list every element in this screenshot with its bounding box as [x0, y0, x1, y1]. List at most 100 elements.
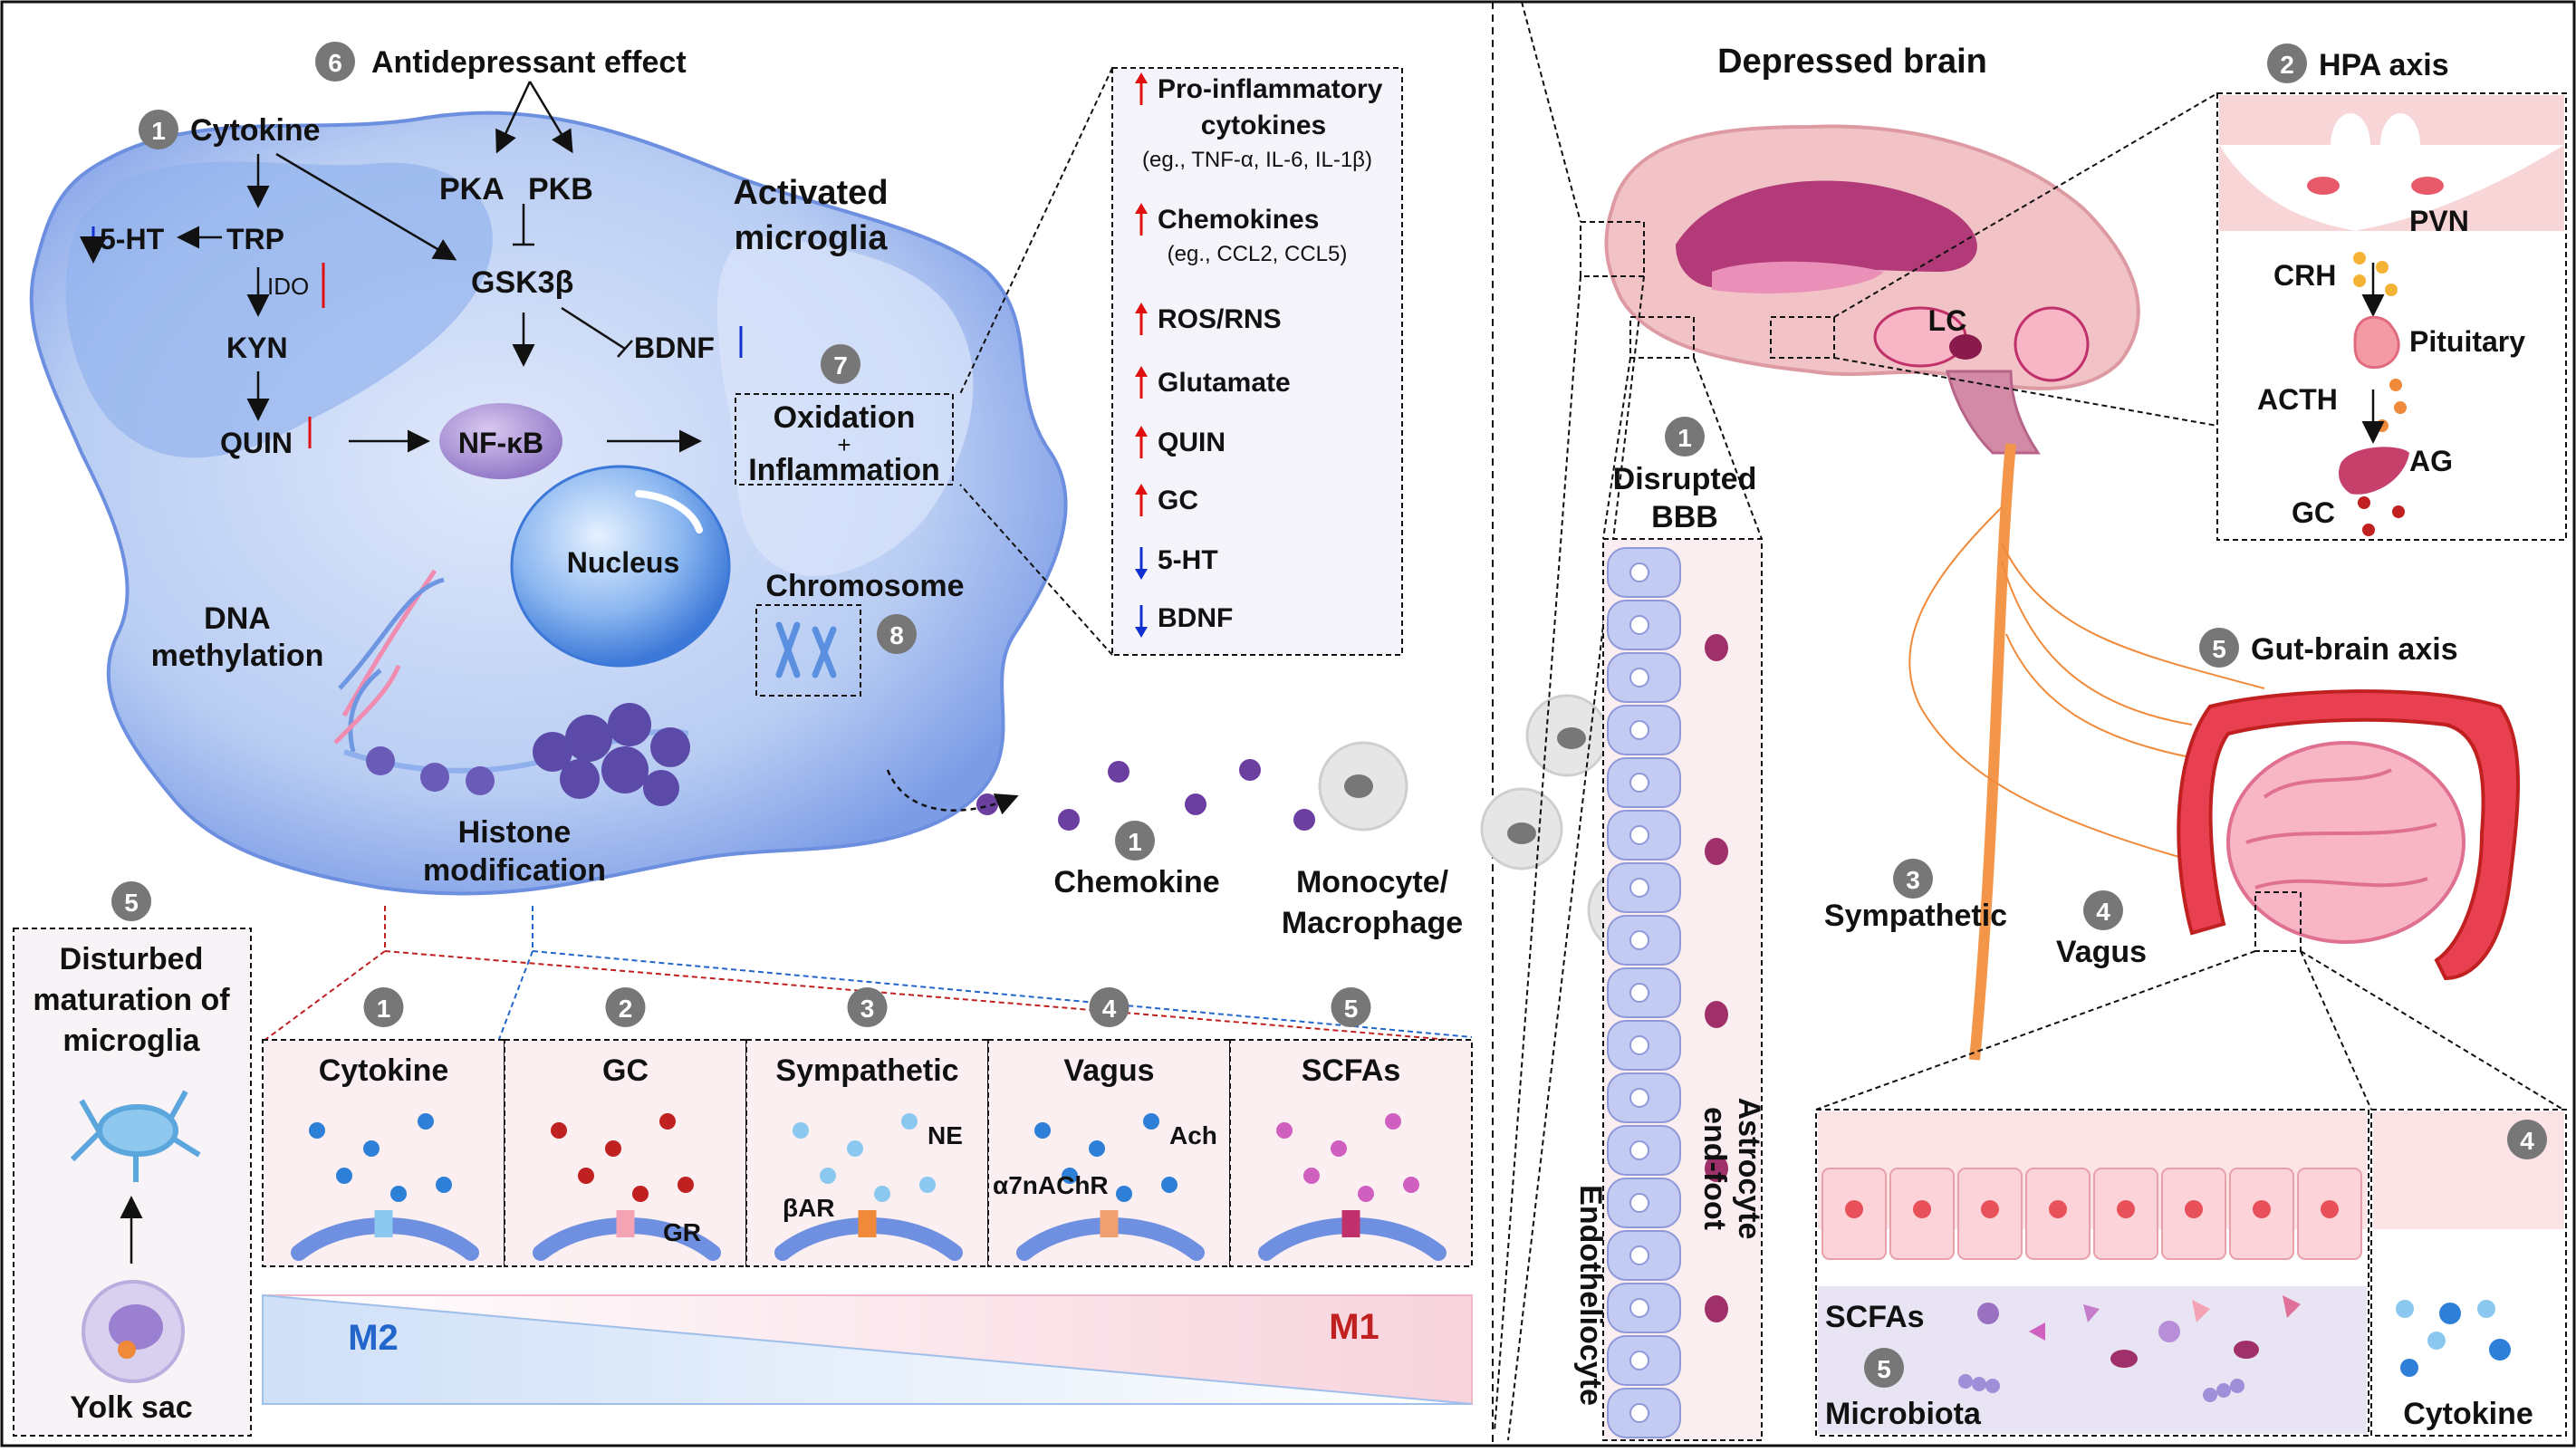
- panel-5-ligand-5: [1358, 1186, 1374, 1202]
- panel-title-1: Cytokine: [319, 1053, 449, 1088]
- list-connector-top: [959, 67, 1113, 395]
- list-arrowhead-6: [1135, 569, 1148, 580]
- chromosome-label: Chromosome: [765, 569, 964, 603]
- pituitary-label: Pituitary: [2409, 325, 2525, 358]
- microglia-cell-icon: [70, 1090, 201, 1182]
- panel-badge-text-1: 1: [377, 995, 391, 1023]
- panel-5-ligand-0: [1276, 1122, 1293, 1139]
- svg-text:1: 1: [1128, 828, 1142, 856]
- list-item-0-sub: (eg., TNF-α, IL-6, IL-1β): [1142, 148, 1372, 172]
- oxidation-box: [735, 393, 954, 486]
- panel-1-ligand-4: [436, 1177, 452, 1193]
- inhibition-arrows: [513, 204, 633, 358]
- astrocyte-nucleus-3: [1705, 1155, 1728, 1182]
- list-item-6-line-0: 5-HT: [1158, 545, 1218, 575]
- list-item-5-line-0: GC: [1158, 486, 1198, 515]
- panel-badge-text-2: 2: [619, 995, 633, 1023]
- list-arrowhead-0: [1135, 72, 1148, 83]
- badge-5-yolk: 5: [111, 881, 151, 921]
- endothelial-nucleus-7: [1629, 930, 1649, 950]
- list-item-1-sub: (eg., CCL2, CCL5): [1168, 242, 1348, 266]
- depressed-brain-title: Depressed brain: [1717, 43, 1987, 81]
- badge-3-sympathetic: 3: [1893, 859, 1933, 899]
- bbb-connector-1: [1602, 357, 1631, 540]
- svg-text:1: 1: [1677, 424, 1692, 452]
- list-item-0-line-1: cytokines: [1201, 111, 1326, 140]
- pka-label: PKA: [439, 172, 505, 207]
- microbiota-label: Microbiota: [1825, 1397, 1982, 1431]
- nucleus-label: Nucleus: [567, 546, 679, 579]
- gut-title: Gut-brain axis: [2251, 632, 2458, 667]
- sympathetic-label: Sympathetic: [1824, 899, 2007, 933]
- svg-text:5: 5: [2212, 635, 2226, 663]
- zoom-connector-2: [1494, 275, 1581, 1432]
- yolk-text-1: Disturbed: [60, 942, 204, 976]
- mechanism-panels: 1Cytokine2GCGR3SympatheticNEβAR4VagusAch…: [262, 987, 1473, 1267]
- endotheliocyte-label: Endotheliocyte: [1573, 1185, 1608, 1406]
- chromosome-box: [755, 604, 861, 697]
- badge-8: 8: [877, 614, 917, 654]
- list-item-4-line-0: QUIN: [1158, 428, 1226, 457]
- panel-title-2: GC: [602, 1053, 649, 1088]
- panel-2-ligand-4: [678, 1177, 694, 1193]
- endothelial-nucleus-3: [1629, 720, 1649, 740]
- chromosome-icon: [775, 621, 837, 678]
- ag-label: AG: [2409, 445, 2453, 477]
- histone-chain: [343, 703, 690, 806]
- panel-receptor-5: [1341, 1210, 1360, 1237]
- m2-label: M2: [348, 1318, 399, 1358]
- list-connector-bottom: [959, 484, 1113, 656]
- svg-text:8: 8: [889, 621, 904, 649]
- gc-dots: [2358, 496, 2405, 536]
- endothelial-nucleus-10: [1629, 1088, 1649, 1108]
- list-arrowhead-1: [1135, 203, 1148, 214]
- panel-badge-4: [1089, 987, 1129, 1027]
- endothelial-nucleus-4: [1629, 773, 1649, 793]
- astrocyte-nucleus-2: [1705, 1001, 1728, 1028]
- endothelial-nucleus-5: [1629, 825, 1649, 845]
- direction-arrows: [80, 226, 743, 448]
- epithelial-nucleus-1: [1913, 1200, 1931, 1218]
- yolk-text-2: maturation of: [33, 983, 230, 1017]
- histone-label-2: modification: [423, 853, 606, 888]
- crh-dots: [2353, 252, 2398, 296]
- panel-2-ligand-0: [551, 1122, 567, 1139]
- badge-1-chemokine: 1: [1115, 821, 1155, 861]
- hpa-ventricle: [2219, 145, 2564, 231]
- panel-3-label-a: NE: [928, 1121, 963, 1149]
- activated-label-2: microglia: [735, 219, 889, 257]
- panel-badge-2: [605, 987, 646, 1027]
- scfa-shapes: [1977, 1295, 2301, 1368]
- zoom-connector-3: [1507, 275, 1645, 1441]
- cytokine-label: Cytokine: [190, 113, 321, 148]
- ido-label: IDO: [267, 273, 309, 300]
- panel-connector-1: [262, 950, 386, 1043]
- histone-label-1: Histone: [458, 815, 572, 850]
- epithelial-nucleus-4: [2117, 1200, 2135, 1218]
- hpa-ventricle-1: [2331, 113, 2370, 177]
- panel-receptor-4: [1100, 1210, 1119, 1237]
- crh-label: CRH: [2273, 259, 2336, 292]
- gut-connector-2: [2300, 950, 2372, 1111]
- panel-badge-1: [363, 987, 404, 1027]
- panel-3-ligand-0: [793, 1122, 809, 1139]
- badge-5-microbiota: 5: [1864, 1348, 1904, 1388]
- svg-text:1: 1: [151, 117, 166, 145]
- panel-receptor-3: [858, 1210, 877, 1237]
- endothelial-nucleus-9: [1629, 1035, 1649, 1055]
- brain-illustration: [1604, 124, 2140, 1061]
- dna-label-1: DNA: [204, 601, 271, 636]
- gut-zoom-box: [2254, 891, 2302, 952]
- gsk-label: GSK3β: [471, 265, 573, 300]
- endothelial-nucleus-2: [1629, 668, 1649, 688]
- svg-text:4: 4: [2520, 1127, 2534, 1155]
- chemokine-dots: [976, 759, 1315, 831]
- yolk-text-3: microglia: [62, 1024, 200, 1058]
- endothelial-nucleus-0: [1629, 563, 1649, 582]
- astrocyte-label-2: end-foot: [1697, 1107, 1732, 1230]
- panel-connector-3: [497, 950, 533, 1043]
- brain-bbb-box: [1629, 316, 1695, 359]
